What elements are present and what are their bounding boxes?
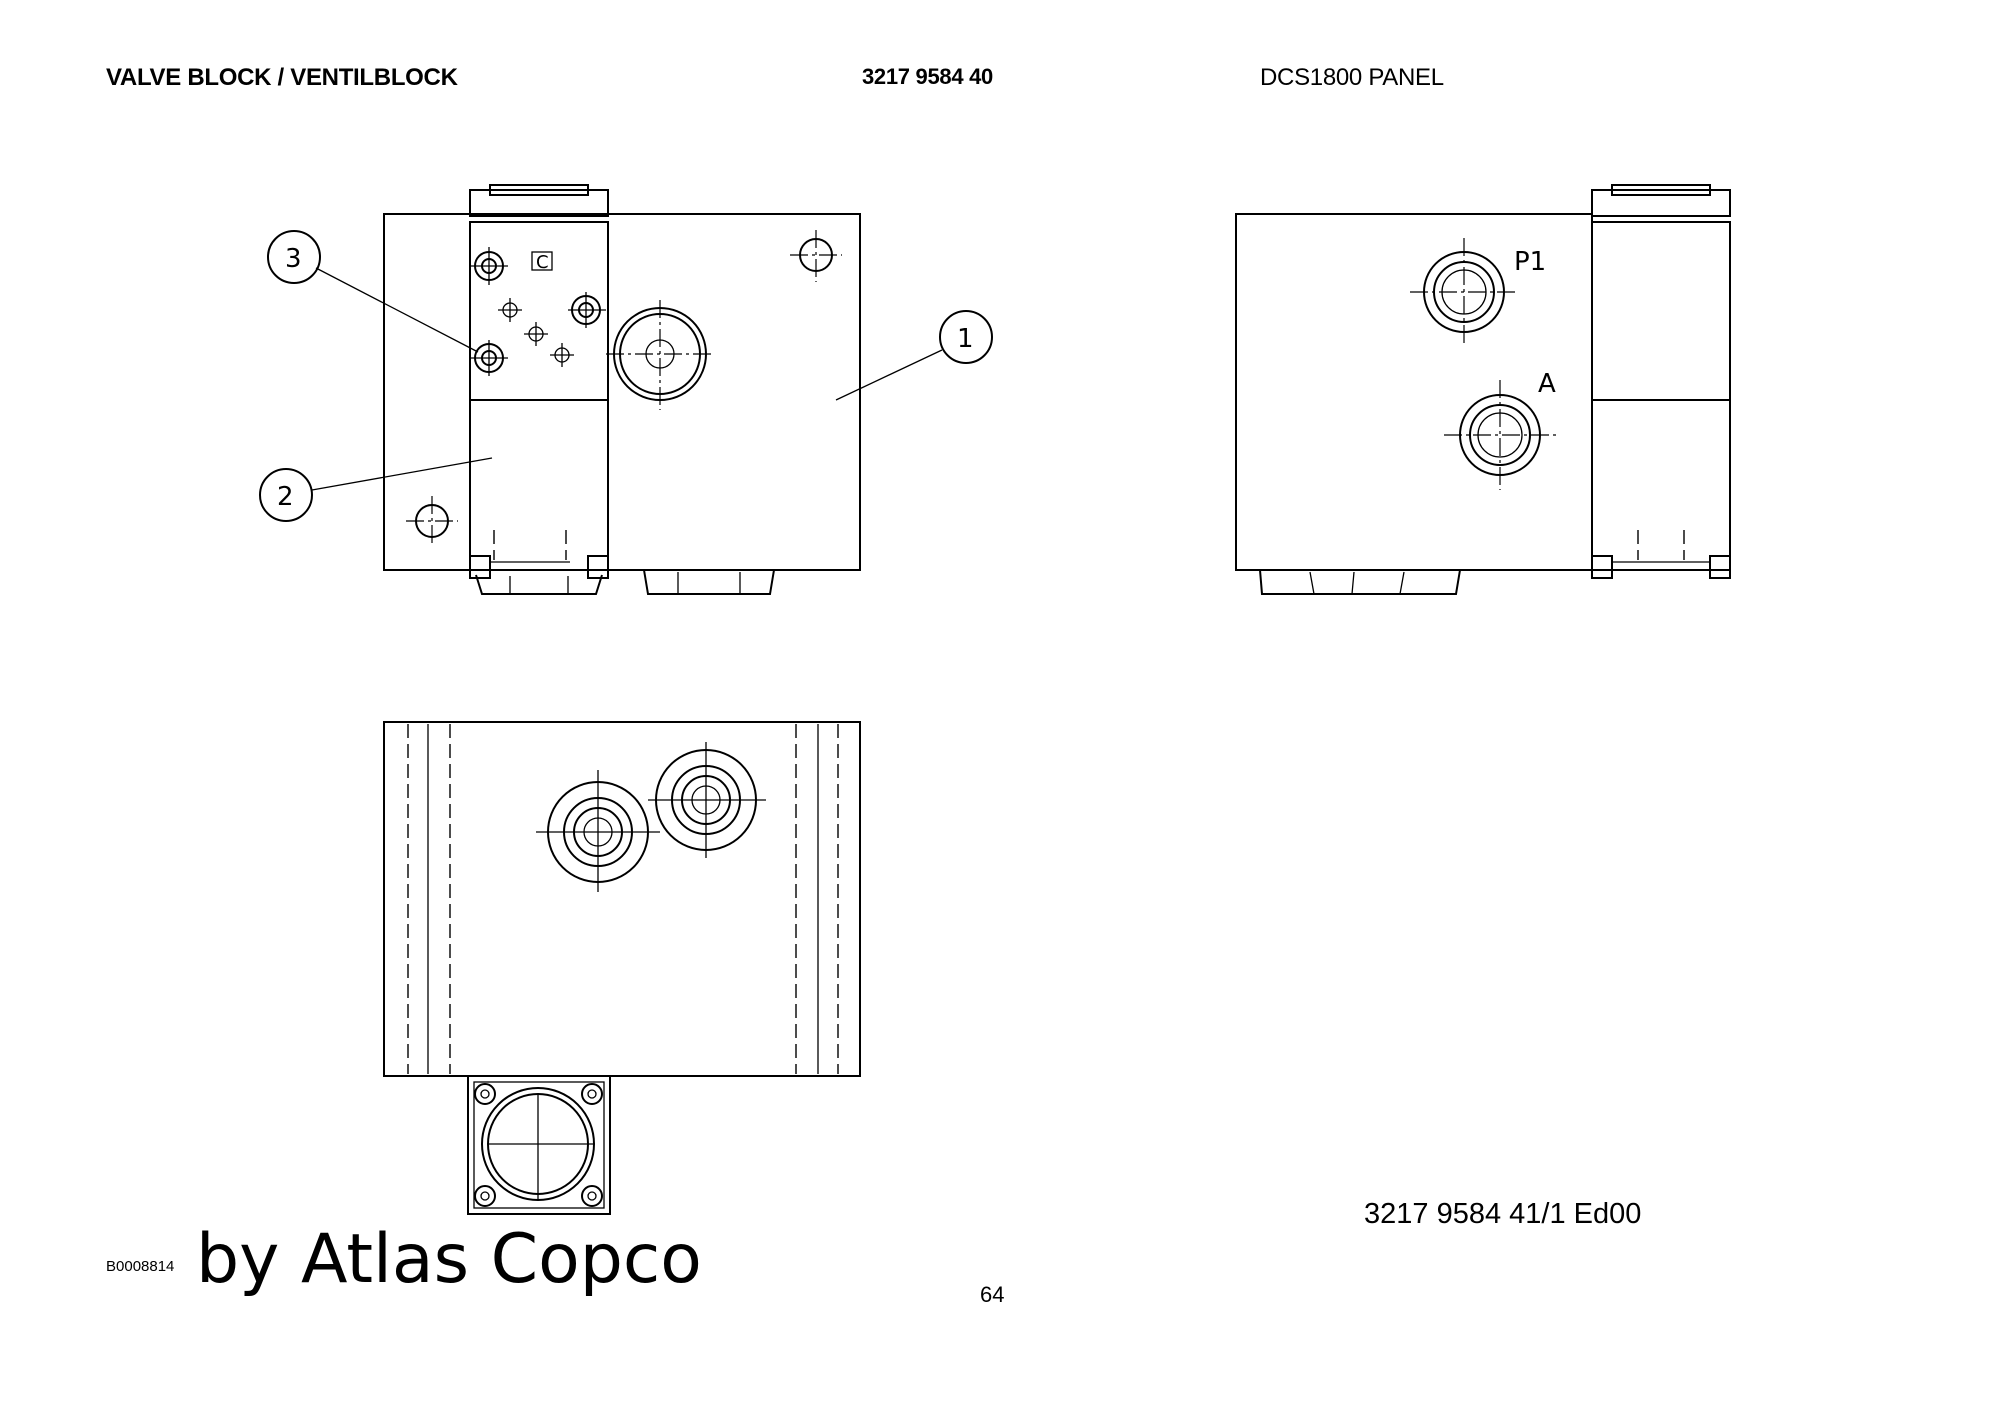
electrical-connector <box>467 1075 611 1215</box>
solenoid-valve: C <box>469 184 609 595</box>
page-number: 64 <box>980 1282 1005 1307</box>
valve-block-body <box>383 213 861 571</box>
top-view <box>383 721 861 1215</box>
solenoid-label: C <box>536 252 549 273</box>
svg-text:1: 1 <box>957 324 974 354</box>
front-view: C 1 2 3 <box>259 184 993 595</box>
solenoid-label-box <box>531 251 553 271</box>
drawing-number: B0008814 <box>106 1258 175 1275</box>
side-view: P1 A <box>1235 184 1731 595</box>
svg-text:3: 3 <box>285 244 302 274</box>
callout-3: 3 <box>267 230 479 353</box>
drawing-title: VALVE BLOCK / VENTILBLOCK <box>106 64 458 91</box>
part-number: 3217 9584 40 <box>862 64 993 89</box>
document-reference: 3217 9584 41/1 Ed00 <box>1364 1198 1642 1230</box>
callout-2: 2 <box>259 457 493 522</box>
port-label-p1: P1 <box>1514 247 1546 277</box>
watermark: by Atlas Copco <box>196 1220 702 1299</box>
port-label-a: A <box>1538 369 1556 399</box>
valve-block-top <box>383 721 861 1077</box>
panel-name: DCS1800 PANEL <box>1260 64 1444 91</box>
svg-text:2: 2 <box>277 482 294 512</box>
callout-1: 1 <box>835 310 993 401</box>
